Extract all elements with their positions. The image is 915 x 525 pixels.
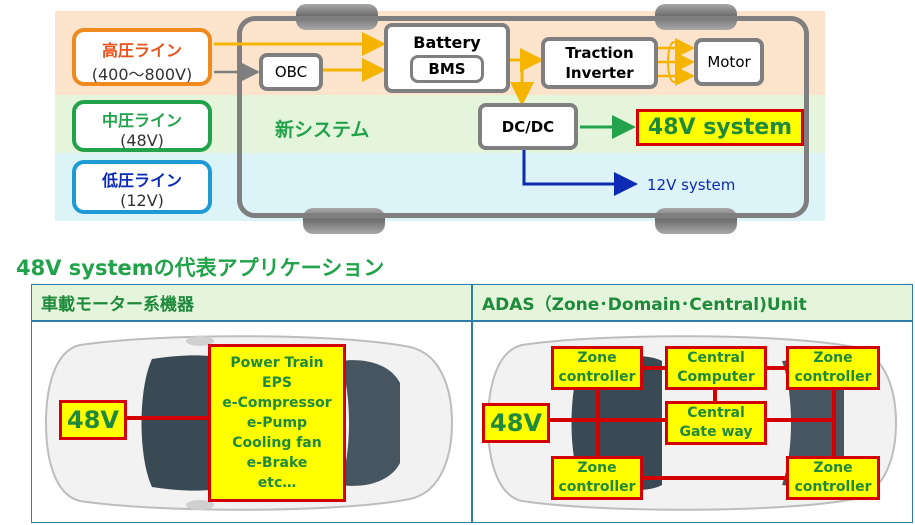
battery-box: Battery BMS [384, 23, 510, 93]
central-gateway-label: Central [687, 405, 745, 421]
zone-controller-top-left: Zone controller [551, 346, 643, 390]
bms-label: BMS [428, 60, 466, 78]
zone-label: Zone [577, 350, 617, 366]
zone-label: controller [558, 369, 636, 385]
bus-left-vertical [596, 388, 600, 458]
dcdc-box: DC/DC [478, 103, 578, 150]
bus-right-vertical [832, 388, 836, 458]
app-item: Cooling fan [232, 435, 322, 451]
col2-header-label: ADAS（Zone･Domain･Central)Unit [482, 294, 807, 315]
high-voltage-title: 高圧ライン [101, 41, 182, 60]
mid-voltage-line-box: 中圧ライン (48V) [72, 100, 212, 152]
zone-label: controller [558, 479, 636, 495]
left-48v-label: 48V [67, 406, 119, 434]
high-voltage-value: (400〜800V) [91, 65, 193, 84]
battery-label: Battery [413, 33, 481, 52]
app-item: e-Compressor [222, 395, 332, 411]
left-48v-box: 48V [59, 400, 127, 440]
48v-system-label: 48V system [647, 115, 793, 140]
app-item: e-Pump [246, 415, 308, 431]
zone-label: controller [794, 369, 872, 385]
app-item: etc… [257, 475, 297, 491]
low-voltage-line-box: 低圧ライン (12V) [72, 160, 212, 214]
bms-box: BMS [410, 55, 484, 83]
motor-label: Motor [707, 53, 751, 71]
table-divider-horizontal [31, 320, 913, 322]
app-item: Power Train [230, 355, 324, 371]
zone-controller-top-right: Zone controller [786, 346, 880, 390]
12v-system-label: 12V system [647, 176, 736, 194]
applications-box: Power Train EPS e-Compressor e-Pump Cool… [208, 344, 346, 502]
high-voltage-line-box: 高圧ライン (400〜800V) [72, 28, 212, 86]
traction-label-line1: Traction [565, 44, 634, 62]
wheel-icon [655, 208, 737, 234]
central-computer-label: Computer [677, 369, 755, 385]
obc-box: OBC [259, 53, 323, 91]
central-gateway-box: Central Gate way [665, 401, 767, 445]
left-48v-connector [124, 416, 210, 420]
central-computer-box: Central Computer [665, 346, 767, 390]
central-computer-label: Central [687, 350, 745, 366]
mid-voltage-value: (48V) [120, 131, 164, 150]
dcdc-label: DC/DC [501, 117, 555, 136]
table-divider-vertical [471, 284, 473, 523]
app-item: EPS [262, 375, 292, 391]
zone-label: Zone [577, 460, 617, 476]
obc-label: OBC [274, 63, 308, 81]
right-48v-box: 48V [482, 403, 550, 443]
zone-controller-bottom-right: Zone controller [786, 456, 880, 500]
traction-label-line2: Inverter [565, 64, 634, 82]
new-system-label: 新システム [275, 119, 370, 141]
phase-loop [667, 41, 681, 83]
vehicle-frame [237, 16, 809, 218]
col1-header-label: 車載モーター系機器 [41, 294, 194, 315]
bus-bottom [636, 476, 826, 480]
motor-box: Motor [694, 38, 764, 86]
section-heading: 48V systemの代表アプリケーション [16, 256, 385, 280]
low-voltage-title: 低圧ライン [101, 171, 182, 190]
zone-controller-bottom-left: Zone controller [551, 456, 643, 500]
bus-center-vertical [713, 388, 717, 402]
connector-arrows [214, 32, 695, 196]
table-header-col1: 車載モーター系機器 [31, 284, 471, 320]
48v-system-box: 48V system [636, 109, 804, 146]
low-voltage-value: (12V) [120, 191, 164, 210]
central-gateway-label: Gate way [679, 424, 753, 440]
zone-label: controller [794, 479, 872, 495]
table-header-col2: ADAS（Zone･Domain･Central)Unit [472, 284, 913, 320]
right-48v-label: 48V [490, 409, 542, 437]
mid-voltage-title: 中圧ライン [101, 111, 182, 130]
zone-label: Zone [813, 460, 853, 476]
zone-label: Zone [813, 350, 853, 366]
wheel-icon [303, 208, 385, 234]
arrow-dcdc-to-12v [522, 148, 638, 196]
app-item: e-Brake [246, 455, 308, 471]
traction-inverter-box: Traction Inverter [541, 37, 658, 89]
